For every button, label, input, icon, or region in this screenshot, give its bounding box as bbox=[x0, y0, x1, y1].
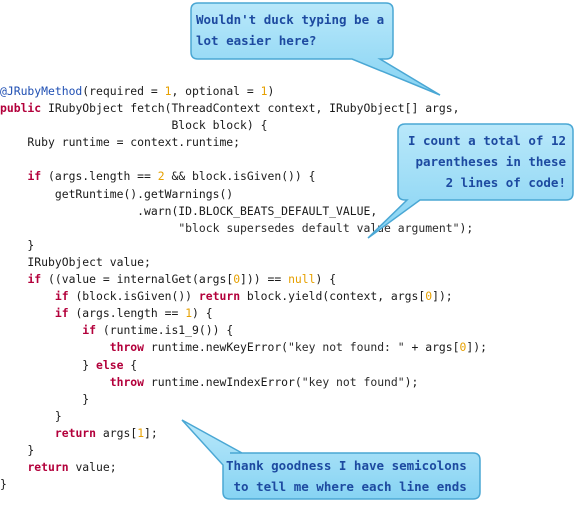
code-token-txt: && block.isGiven()) { bbox=[164, 169, 316, 184]
code-token-kw: if bbox=[82, 323, 97, 338]
code-token-str: "key not found: " bbox=[288, 340, 405, 355]
code-token-txt: } bbox=[0, 237, 35, 252]
code-token-txt: IRubyObject value; bbox=[0, 254, 151, 269]
code-token-txt: (block.isGiven()) bbox=[68, 289, 199, 304]
code-line: if (args.length == 1) { bbox=[0, 305, 487, 322]
code-token-txt: Ruby runtime = context.runtime; bbox=[0, 135, 241, 150]
code-token-kw: return bbox=[198, 289, 241, 304]
code-line: } bbox=[0, 476, 487, 493]
code-token-kw: public bbox=[0, 101, 42, 116]
code-line: } else { bbox=[0, 357, 487, 374]
code-token-txt: { bbox=[123, 357, 138, 372]
code-line: throw runtime.newIndexError("key not fou… bbox=[0, 374, 487, 391]
code-token-txt: } bbox=[0, 477, 7, 492]
code-token-num: 2 bbox=[157, 169, 165, 184]
code-token-num: 1 bbox=[137, 425, 145, 440]
code-token-txt: ) bbox=[267, 84, 275, 98]
code-line: if (block.isGiven()) return block.yield(… bbox=[0, 288, 487, 305]
code-line: IRubyObject value; bbox=[0, 254, 487, 271]
code-token-kw: throw bbox=[109, 374, 145, 389]
code-token-txt: (runtime.is1_9()) { bbox=[96, 323, 234, 338]
code-token-txt: runtime.newKeyError( bbox=[144, 340, 289, 355]
code-token-txt: , optional = bbox=[171, 84, 261, 98]
code-token-txt bbox=[0, 460, 27, 474]
code-token-str: "key not found" bbox=[301, 374, 405, 389]
code-token-txt: } bbox=[0, 408, 62, 423]
code-token-num: 0 bbox=[425, 289, 433, 304]
code-token-txt: block.yield(context, args[ bbox=[240, 289, 426, 304]
code-line: @JRubyMethod(required = 1, optional = 1) bbox=[0, 83, 487, 100]
code-token-txt: } bbox=[0, 391, 90, 406]
code-token-kw: throw bbox=[109, 340, 145, 355]
code-token-num: 1 bbox=[185, 306, 193, 321]
code-token-txt: (args.length == bbox=[68, 306, 186, 321]
code-token-txt bbox=[0, 272, 27, 286]
code-token-txt: args[ bbox=[96, 425, 138, 440]
code-token-num: 1 bbox=[164, 84, 172, 98]
code-token-str: "block supersedes default value argument… bbox=[178, 220, 460, 235]
code-token-txt: ) { bbox=[192, 306, 213, 321]
code-token-txt bbox=[0, 169, 27, 183]
code-token-txt: IRubyObject fetch(ThreadContext context,… bbox=[41, 101, 460, 116]
code-token-ann: @JRubyMethod bbox=[0, 84, 83, 98]
code-token-kw: return bbox=[54, 425, 97, 440]
code-line: if ((value = internalGet(args[0])) == nu… bbox=[0, 271, 487, 288]
code-token-txt bbox=[0, 340, 110, 354]
code-token-txt: ((value = internalGet(args[ bbox=[41, 272, 234, 287]
code-token-txt: ); bbox=[459, 220, 474, 235]
code-line: if (runtime.is1_9()) { bbox=[0, 322, 487, 339]
code-token-kw: if bbox=[27, 169, 42, 184]
code-token-txt: (args.length == bbox=[41, 169, 158, 184]
code-line: } bbox=[0, 391, 487, 408]
code-token-kw: if bbox=[27, 272, 42, 287]
callout-duck-typing-text: Wouldn't duck typing be a lot easier her… bbox=[196, 12, 385, 48]
code-token-kw: else bbox=[96, 357, 124, 372]
callout-semicolons-text: Thank goodness I have semicolons to tell… bbox=[226, 458, 467, 494]
code-token-num: 0 bbox=[459, 340, 467, 355]
code-line: throw runtime.newKeyError("key not found… bbox=[0, 339, 487, 356]
code-line: return value; bbox=[0, 459, 487, 476]
code-token-num: null bbox=[288, 272, 316, 287]
code-token-txt: ); bbox=[404, 374, 419, 389]
code-token-txt: } bbox=[0, 442, 35, 457]
callout-parentheses-text: I count a total of 12 parentheses in the… bbox=[407, 133, 566, 190]
code-token-txt: value; bbox=[68, 460, 117, 475]
code-token-kw: return bbox=[27, 460, 69, 475]
code-token-txt: ]; bbox=[144, 425, 158, 440]
code-token-txt bbox=[0, 323, 82, 337]
code-token-txt bbox=[0, 221, 178, 235]
code-line: .warn(ID.BLOCK_BEATS_DEFAULT_VALUE, bbox=[0, 203, 487, 220]
code-token-txt bbox=[0, 289, 55, 303]
code-line: if (args.length == 2 && block.isGiven())… bbox=[0, 168, 487, 185]
code-token-txt bbox=[0, 306, 55, 320]
code-token-txt: runtime.newIndexError( bbox=[144, 374, 302, 389]
code-token-txt: ]); bbox=[432, 289, 453, 304]
code-line: return args[1]; bbox=[0, 425, 487, 442]
code-line: public IRubyObject fetch(ThreadContext c… bbox=[0, 100, 487, 117]
code-token-kw: if bbox=[54, 289, 69, 304]
code-line: } bbox=[0, 237, 487, 254]
code-token-num: 0 bbox=[233, 272, 241, 287]
code-line: Block block) { bbox=[0, 117, 487, 134]
code-token-txt: } bbox=[0, 357, 97, 372]
code-line: } bbox=[0, 442, 487, 459]
code-token-txt bbox=[0, 375, 110, 389]
code-token-txt: Block block) { bbox=[0, 118, 268, 133]
code-token-txt: + args[ bbox=[404, 340, 460, 355]
code-line: getRuntime().getWarnings() bbox=[0, 186, 487, 203]
code-token-txt: .warn(ID.BLOCK_BEATS_DEFAULT_VALUE, bbox=[0, 203, 378, 218]
code-line: } bbox=[0, 408, 487, 425]
code-line: "block supersedes default value argument… bbox=[0, 220, 487, 237]
code-token-txt bbox=[0, 426, 55, 440]
code-line: Ruby runtime = context.runtime; bbox=[0, 134, 487, 151]
code-token-txt: (required = bbox=[82, 84, 165, 98]
code-token-txt: ) { bbox=[315, 272, 337, 287]
code-token-txt: getRuntime().getWarnings() bbox=[0, 186, 234, 201]
code-token-txt: ]); bbox=[466, 340, 487, 355]
code-token-txt: ])) == bbox=[240, 272, 289, 287]
code-token-kw: if bbox=[54, 306, 69, 321]
